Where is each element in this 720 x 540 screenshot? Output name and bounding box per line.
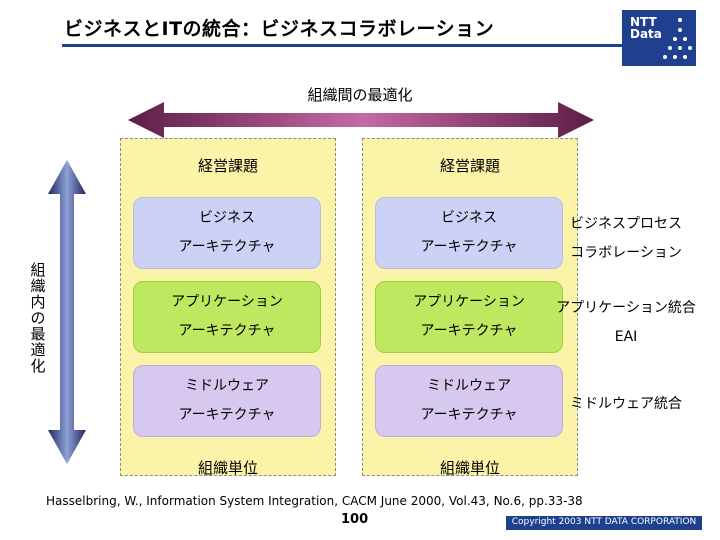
vertical-label-char: 最 [30,325,46,343]
logo-text-line-1: NTT [630,15,657,29]
application-architecture-box: アプリケーション アーキテクチャ [375,281,563,353]
layer-line-2: アーキテクチャ [178,323,276,339]
vertical-label-char: 内 [30,293,46,311]
slide-title: ビジネスとITの統合：ビジネスコラボレーション [64,18,495,40]
vertical-double-arrow-icon [48,160,86,464]
layer-line-1: ビジネス [441,210,497,226]
layer-line-1: ビジネス [199,210,255,226]
page-number: 100 [341,512,369,527]
copyright-bar: Copyright 2003 NTT DATA CORPORATION [506,516,702,530]
horizontal-double-arrow-icon [128,102,594,138]
right-label-line-1: ビジネスプロセス [570,216,682,232]
layer-line-1: ミドルウェア [427,378,511,394]
vertical-arrow-label: 組 織 内 の 最 適 化 [30,262,46,374]
column-bottom-label: 組織単位 [197,459,258,477]
vertical-label-char: 適 [30,341,46,359]
middleware-architecture-box: ミドルウェア アーキテクチャ [133,365,321,437]
organization-column-2: 経営課題 ビジネス アーキテクチャ アプリケーション アーキテクチャ ミドルウェ… [362,138,578,477]
middleware-architecture-box: ミドルウェア アーキテクチャ [375,365,563,437]
layer-line-1: ミドルウェア [185,378,269,394]
copyright-text: Copyright 2003 NTT DATA CORPORATION [511,517,697,527]
right-label-line-2: コラボレーション [570,245,682,261]
vertical-label-char: 組 [30,261,46,279]
vertical-label-char: の [30,309,46,327]
layer-line-1: アプリケーション [413,294,525,310]
right-label-line-2: EAI [614,329,638,345]
vertical-label-char: 化 [30,357,46,375]
logo-dot-triangle-icon [663,18,692,59]
citation-text: Hasselbring, W., Information System Inte… [46,494,583,508]
column-top-label: 経営課題 [439,157,500,175]
right-label-line-1: ミドルウェア統合 [570,396,682,412]
column-bottom-label: 組織単位 [439,459,500,477]
layer-line-1: アプリケーション [171,294,283,310]
middleware-integration-label: ミドルウェア統合 [538,390,714,419]
title-divider [62,44,662,47]
layer-line-2: アーキテクチャ [420,239,518,255]
horizontal-arrow-label: 組織間の最適化 [307,86,413,104]
logo-text: NTT Data [630,16,662,40]
application-architecture-box: アプリケーション アーキテクチャ [133,281,321,353]
layer-line-2: アーキテクチャ [178,239,276,255]
layer-line-2: アーキテクチャ [178,407,276,423]
business-process-collaboration-label: ビジネスプロセス コラボレーション [538,210,714,268]
column-top-label: 経営課題 [197,157,258,175]
business-architecture-box: ビジネス アーキテクチャ [133,197,321,269]
vertical-label-char: 織 [30,277,46,295]
layer-line-2: アーキテクチャ [420,407,518,423]
ntt-data-logo: NTT Data [622,10,696,66]
layer-line-2: アーキテクチャ [420,323,518,339]
application-integration-label: アプリケーション統合 EAI [538,294,714,352]
organization-column-1: 経営課題 ビジネス アーキテクチャ アプリケーション アーキテクチャ ミドルウェ… [120,138,336,477]
right-label-line-1: アプリケーション統合 [556,300,696,316]
business-architecture-box: ビジネス アーキテクチャ [375,197,563,269]
logo-text-line-2: Data [630,27,662,41]
